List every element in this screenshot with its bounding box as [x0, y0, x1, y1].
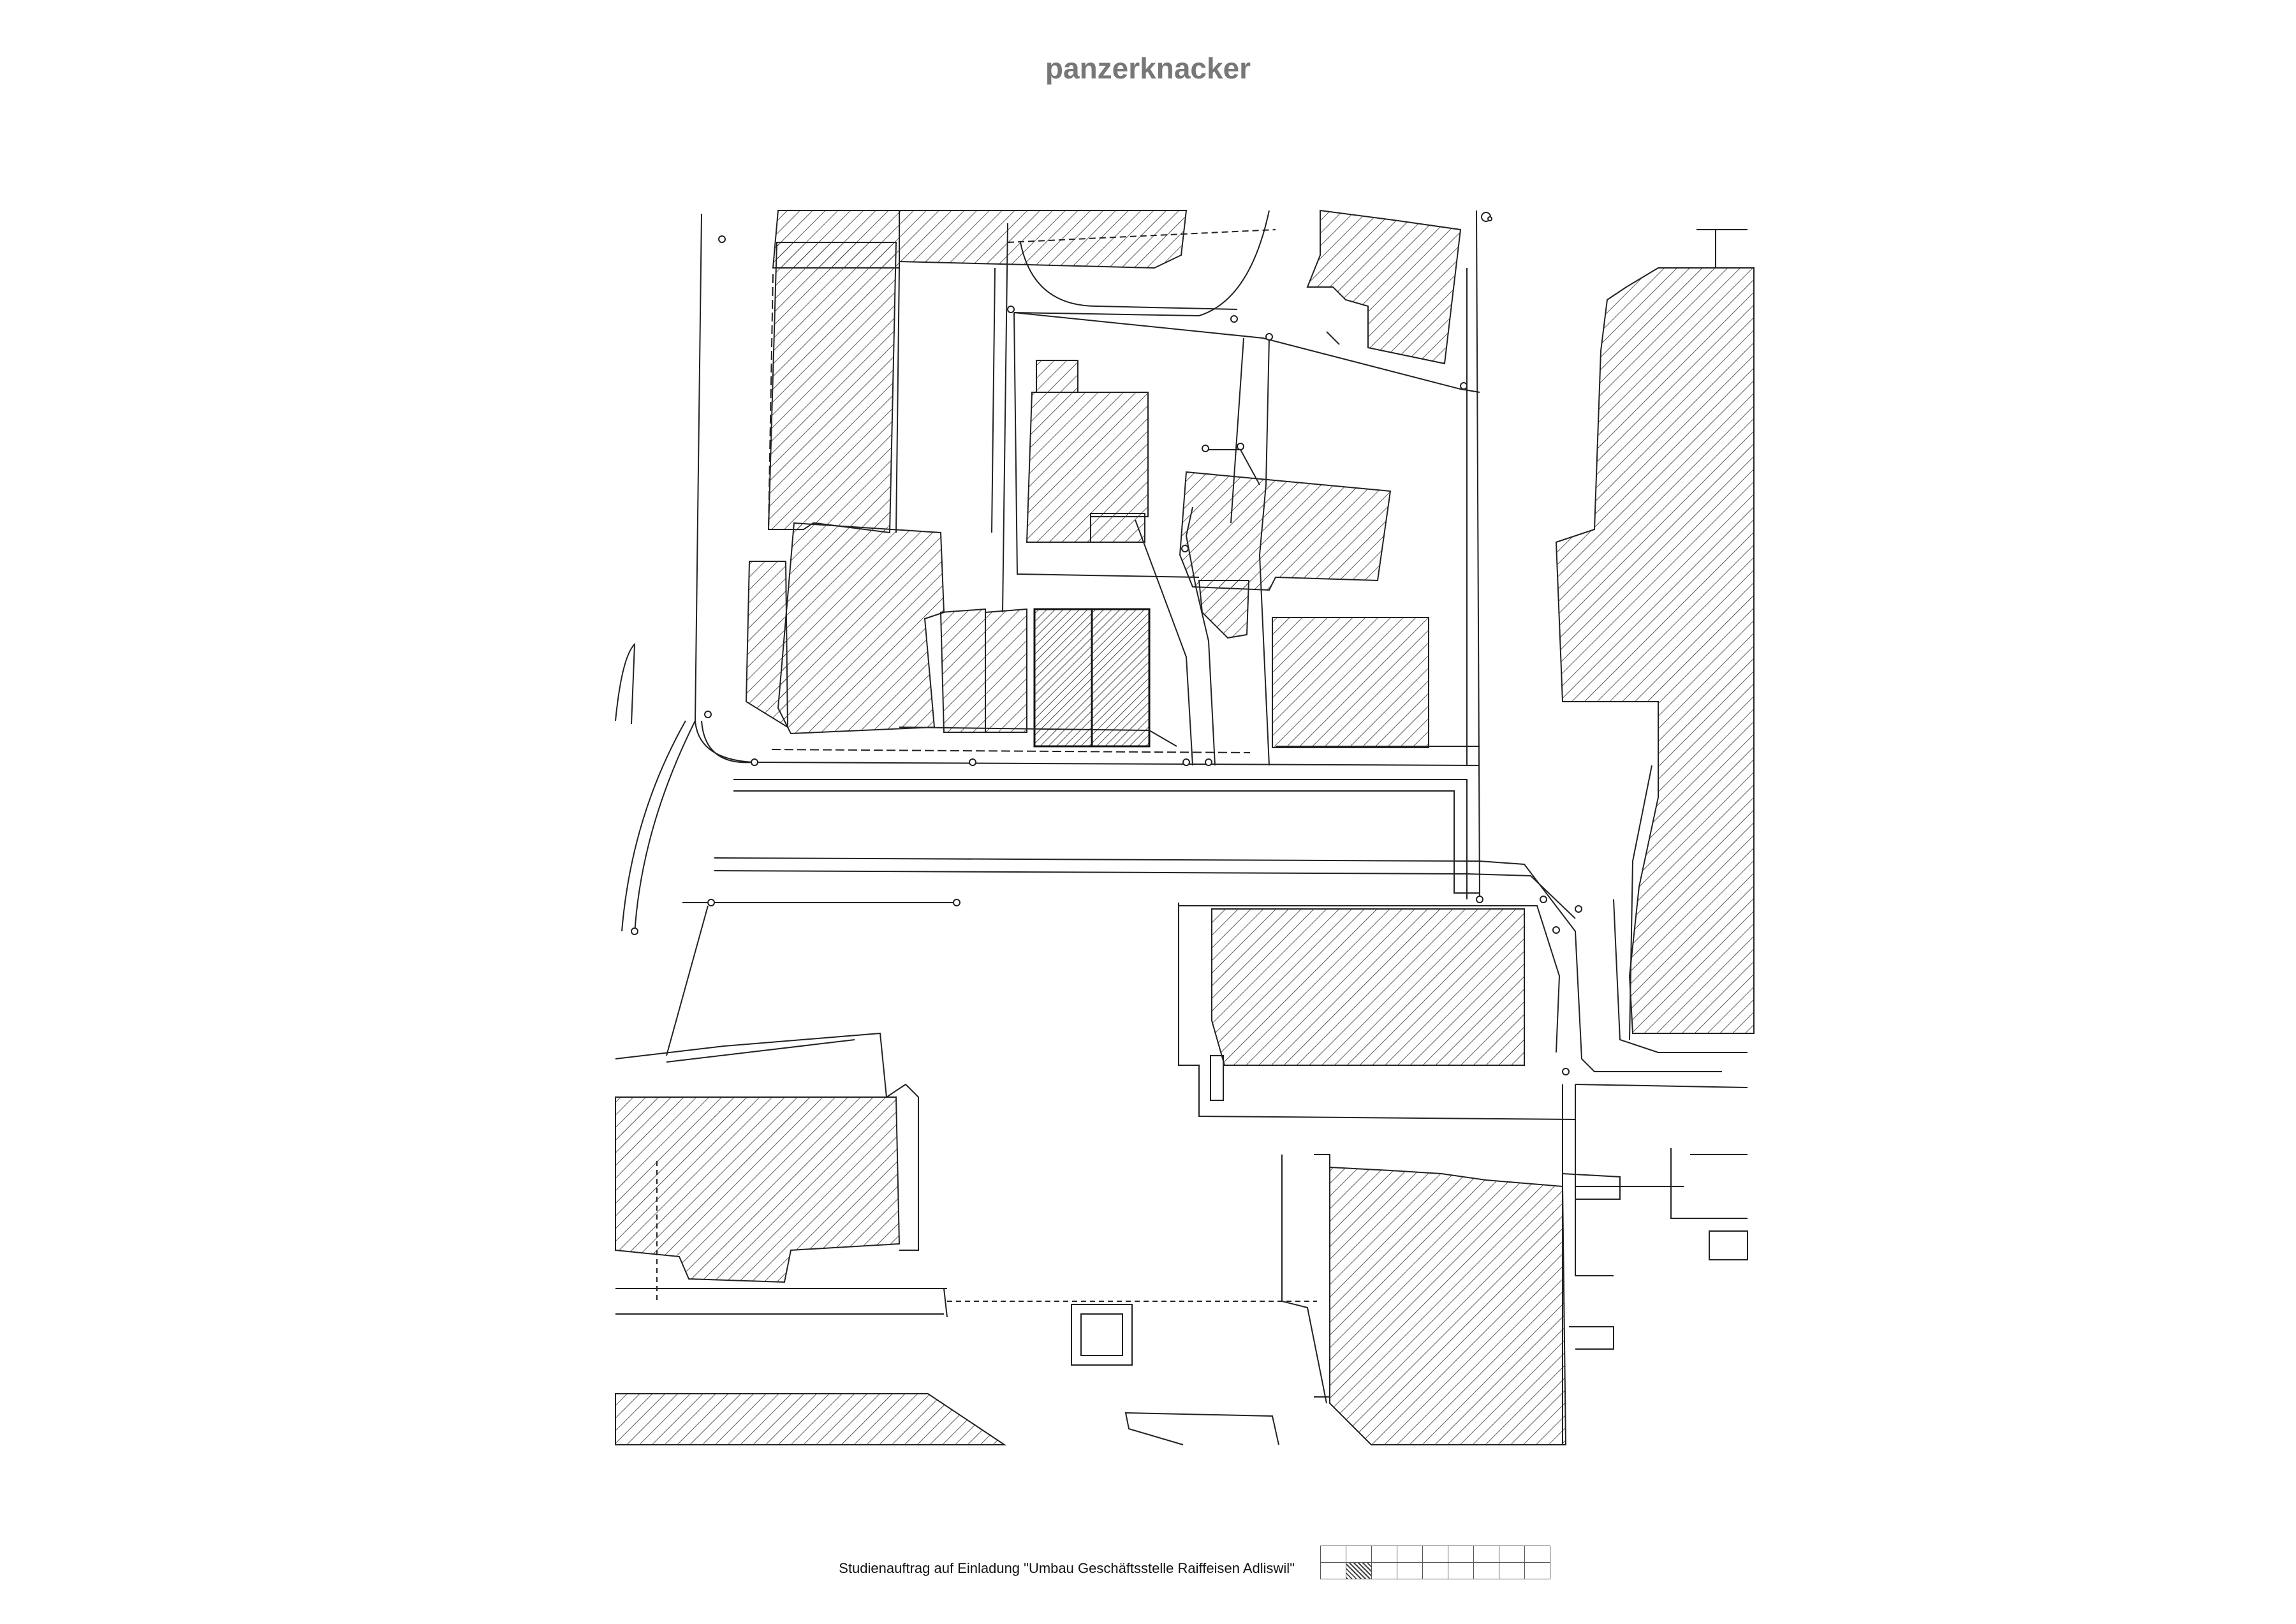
index-cell [1397, 1563, 1423, 1579]
index-cell [1448, 1563, 1474, 1579]
index-cell [1321, 1563, 1346, 1579]
building-middle-b [985, 608, 1027, 733]
index-cell [1525, 1563, 1550, 1579]
building-middle-a [939, 608, 986, 733]
index-cell [1346, 1546, 1372, 1563]
building-east-cross [1179, 471, 1392, 591]
index-cell [1474, 1563, 1499, 1579]
index-cell [1397, 1546, 1423, 1563]
site-building-raiffeisen-b [1091, 608, 1151, 748]
building-east-wedge [1198, 580, 1250, 639]
building-northeast [1306, 209, 1462, 365]
building-west-edge [745, 561, 789, 728]
building-center-small [1036, 360, 1078, 393]
building-southeast-main [1211, 908, 1525, 1066]
index-cell-current [1346, 1563, 1372, 1579]
site-building-raiffeisen-a [1033, 608, 1093, 748]
index-cell [1474, 1546, 1499, 1563]
building-northwest [767, 242, 897, 534]
building-south-center [1329, 1166, 1567, 1445]
building-west-block [777, 522, 945, 735]
index-cell [1321, 1546, 1346, 1563]
index-cell [1448, 1546, 1474, 1563]
index-cell [1525, 1546, 1550, 1563]
building-east-square [1272, 617, 1429, 748]
index-cell [1372, 1546, 1397, 1563]
index-cell [1499, 1546, 1525, 1563]
building-southwest-main [615, 1096, 901, 1283]
building-center-south [1090, 513, 1145, 543]
sheet-index-grid [1320, 1546, 1550, 1579]
building-south-strip [615, 1393, 1007, 1445]
index-cell [1423, 1546, 1448, 1563]
page-title: panzerknacker [1045, 52, 1251, 85]
index-cell [1372, 1563, 1397, 1579]
index-cell [1423, 1563, 1448, 1579]
building-far-east [1555, 267, 1755, 1034]
building-north-b [899, 210, 1188, 269]
project-caption: Studienauftrag auf Einladung "Umbau Gesc… [839, 1560, 1295, 1576]
index-cell [1499, 1563, 1525, 1579]
